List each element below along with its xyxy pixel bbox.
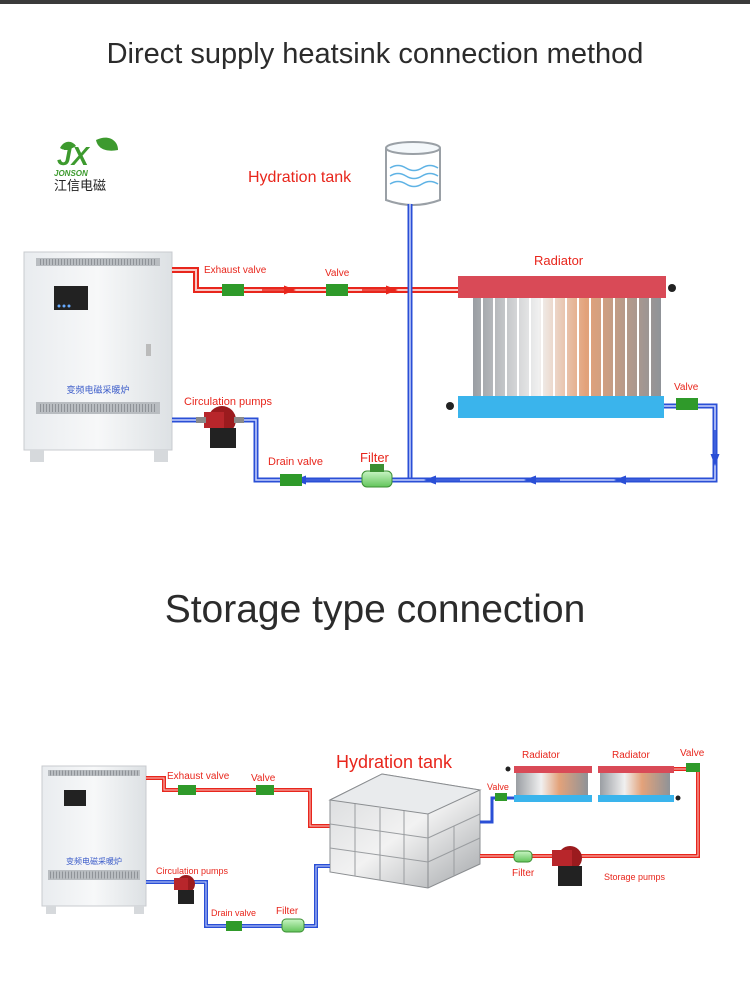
direct-supply-title: Direct supply heatsink connection method [106, 38, 644, 70]
boiler-2-label: 变频电磁采暖炉 [66, 856, 122, 866]
boiler-1-label: 变频电磁采暖炉 [66, 384, 129, 395]
valve-top-2 [256, 785, 274, 795]
hydration-tank-1 [385, 141, 441, 206]
storage-type-title: Storage type connection [164, 588, 586, 631]
exhaust-valve-2 [178, 785, 196, 795]
exhaust-valve-2-label: Exhaust valve [167, 771, 230, 782]
valve-right-2-label: Valve [680, 748, 705, 759]
drain-valve-2-label: Drain valve [211, 908, 256, 918]
valve-left-2 [495, 793, 507, 801]
valve-top-1-label: Valve [325, 268, 350, 279]
boiler-2: 变频电磁采暖炉 [41, 765, 147, 914]
circulation-pump-1 [196, 406, 244, 448]
drain-valve-1-label: Drain valve [268, 456, 323, 468]
drain-valve-2 [226, 921, 242, 931]
circulation-pumps-1-label: Circulation pumps [184, 396, 273, 408]
circulation-pump-2 [174, 875, 195, 904]
radiator-2-label-2: Radiator [612, 750, 650, 761]
logo-mark: JX [57, 141, 90, 171]
logo-chinese: 江信电磁 [54, 178, 106, 193]
filter-1 [361, 470, 393, 488]
hydration-tank-2 [328, 773, 482, 889]
storage-pump-2 [552, 846, 582, 886]
supply-pipe-2 [146, 776, 334, 828]
boiler-1: 变频电磁采暖炉 [23, 251, 173, 462]
valve-top-2-label: Valve [251, 773, 276, 784]
logo-brand: JONSON [54, 169, 88, 178]
brand-logo: JX JONSON 江信电磁 [54, 137, 118, 193]
radiator-1 [446, 276, 676, 418]
return-pipe-2 [146, 864, 330, 928]
radiator-1-label-2: Radiator [522, 750, 560, 761]
exhaust-valve-1-label: Exhaust valve [204, 265, 267, 276]
filter-left-2 [281, 918, 305, 933]
filter-right-2 [513, 850, 533, 863]
valve-left-2-label: Valve [487, 782, 509, 792]
valve-right-1 [676, 398, 698, 410]
filter-1-label: Filter [360, 450, 390, 465]
control-display-2 [64, 790, 86, 806]
valve-right-1-label: Valve [674, 382, 699, 393]
drain-valve-1 [280, 474, 302, 486]
exhaust-valve-1 [222, 284, 244, 296]
radiator-1-label: Radiator [534, 253, 584, 268]
valve-top-1 [326, 284, 348, 296]
filter-right-2-label: Filter [512, 868, 535, 879]
hydration-tank-1-label: Hydration tank [248, 169, 352, 186]
radiators-2 [505, 766, 681, 802]
hydration-tank-2-label: Hydration tank [336, 752, 453, 772]
leaf-icon [60, 137, 118, 151]
valve-right-2 [686, 763, 700, 772]
storage-pumps-label: Storage pumps [604, 872, 666, 882]
filter-left-2-label: Filter [276, 906, 299, 917]
top-divider [0, 0, 750, 4]
circulation-pumps-2-label: Circulation pumps [156, 866, 229, 876]
